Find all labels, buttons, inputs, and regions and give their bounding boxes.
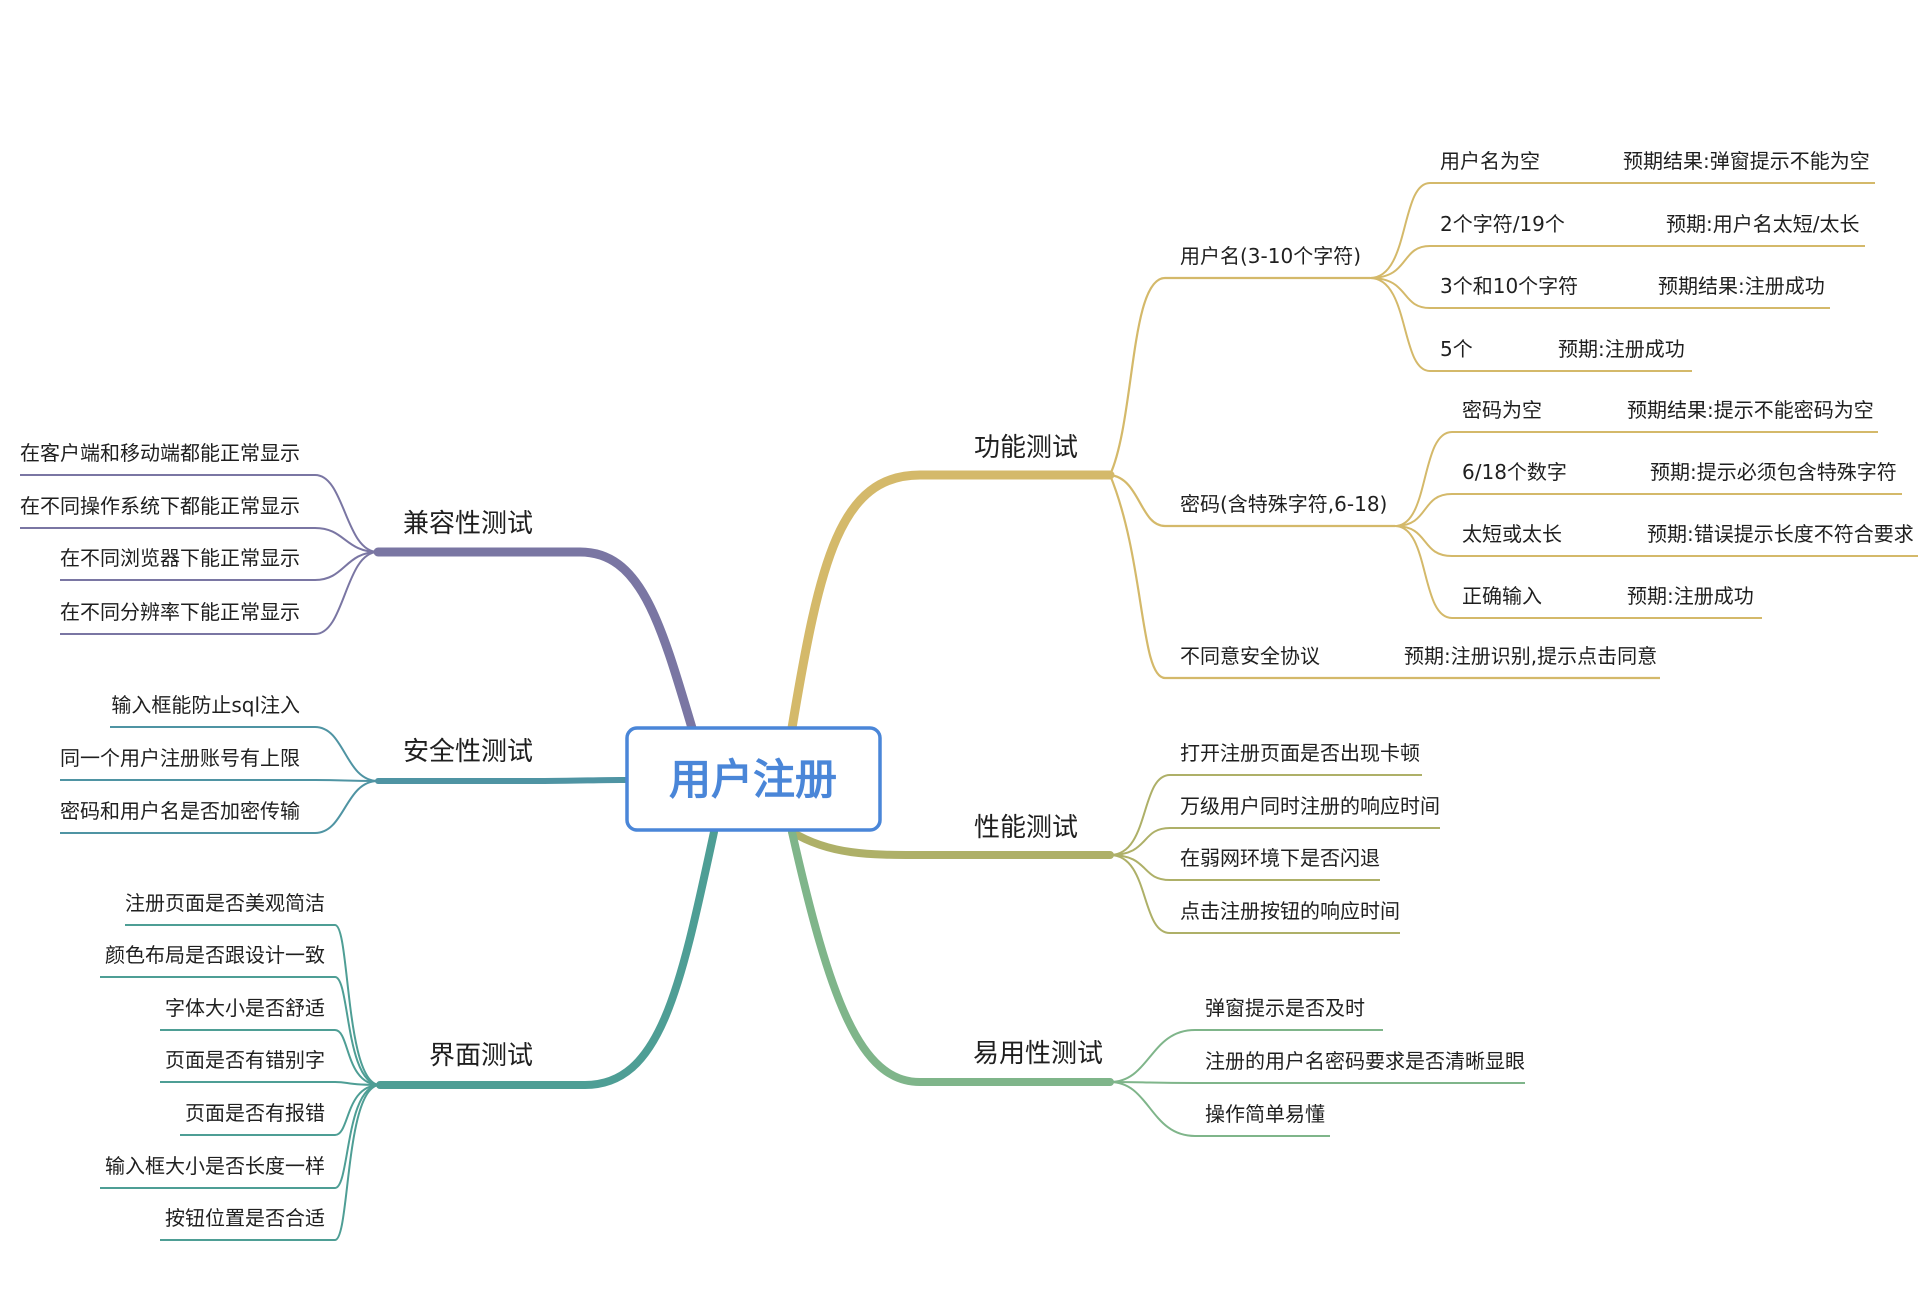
ui-item[interactable]: 页面是否有错别字 bbox=[165, 1048, 325, 1072]
password-case[interactable]: 太短或太长 bbox=[1462, 522, 1562, 546]
perf-item[interactable]: 在弱网环境下是否闪退 bbox=[1180, 846, 1380, 870]
ui-item[interactable]: 字体大小是否舒适 bbox=[165, 996, 325, 1020]
branch-perf-connector bbox=[788, 828, 1114, 859]
username-expect[interactable]: 预期结果:弹窗提示不能为空 bbox=[1623, 149, 1870, 173]
branch-usab-connector bbox=[788, 828, 1114, 1086]
password-child-connector-2 bbox=[1394, 493, 1453, 527]
func-password-label[interactable]: 密码(含特殊字符,6-18) bbox=[1180, 492, 1387, 516]
root-node[interactable]: 用户注册 bbox=[625, 726, 882, 832]
password-child-connector-3 bbox=[1394, 525, 1453, 557]
perf-child-connector-4 bbox=[1109, 854, 1171, 934]
username-expect[interactable]: 预期:用户名太短/太长 bbox=[1666, 212, 1859, 236]
sec-child-connector-1 bbox=[314, 726, 379, 782]
password-child-connector-1 bbox=[1394, 431, 1453, 527]
compat-child-connector-2 bbox=[314, 527, 379, 553]
func-to-password bbox=[1109, 473, 1166, 528]
branch-func-label[interactable]: 功能测试 bbox=[974, 433, 1078, 463]
ui-child-connector-3 bbox=[334, 1029, 381, 1086]
username-expect[interactable]: 预期结果:注册成功 bbox=[1658, 274, 1825, 298]
sec-child-connector-3 bbox=[314, 780, 379, 834]
usab-child-connector-1 bbox=[1109, 1029, 1196, 1083]
password-expect[interactable]: 预期结果:提示不能密码为空 bbox=[1627, 398, 1874, 422]
perf-child-connector-2 bbox=[1109, 827, 1171, 856]
perf-item[interactable]: 打开注册页面是否出现卡顿 bbox=[1180, 741, 1420, 765]
branch-sec-connector bbox=[375, 777, 643, 784]
username-case[interactable]: 3个和10个字符 bbox=[1440, 274, 1578, 298]
perf-child-connector-3 bbox=[1109, 854, 1171, 881]
root-box bbox=[625, 726, 882, 832]
func-to-agreement bbox=[1108, 474, 1166, 680]
ui-child-connector-7 bbox=[334, 1084, 381, 1241]
compat-child-connector-1 bbox=[314, 474, 379, 553]
sec-item[interactable]: 同一个用户注册账号有上限 bbox=[60, 746, 300, 770]
branch-ui-label[interactable]: 界面测试 bbox=[429, 1041, 533, 1071]
password-expect[interactable]: 预期:注册成功 bbox=[1627, 584, 1754, 608]
ui-item[interactable]: 页面是否有报错 bbox=[185, 1101, 325, 1125]
branch-perf-label[interactable]: 性能测试 bbox=[974, 813, 1078, 843]
ui-child-connector-5 bbox=[334, 1084, 381, 1136]
sec-item[interactable]: 密码和用户名是否加密传输 bbox=[60, 799, 300, 823]
perf-item[interactable]: 点击注册按钮的响应时间 bbox=[1180, 899, 1400, 923]
username-child-connector-3 bbox=[1369, 277, 1431, 309]
password-case[interactable]: 密码为空 bbox=[1462, 398, 1542, 422]
username-case[interactable]: 5个 bbox=[1440, 337, 1473, 361]
ui-item[interactable]: 注册页面是否美观简洁 bbox=[125, 891, 325, 915]
ui-child-connector-1 bbox=[334, 924, 381, 1086]
usab-item[interactable]: 注册的用户名密码要求是否清晰显眼 bbox=[1205, 1049, 1525, 1073]
func-to-username bbox=[1108, 276, 1166, 476]
compat-item[interactable]: 在客户端和移动端都能正常显示 bbox=[20, 441, 300, 465]
perf-child-connector-1 bbox=[1109, 774, 1171, 856]
branch-func-connector bbox=[787, 470, 1115, 733]
usab-child-connector-2 bbox=[1109, 1081, 1196, 1084]
password-child-connector-4 bbox=[1394, 525, 1453, 619]
compat-item[interactable]: 在不同分辨率下能正常显示 bbox=[60, 600, 300, 624]
password-case[interactable]: 6/18个数字 bbox=[1462, 460, 1567, 484]
branch-sec-label[interactable]: 安全性测试 bbox=[403, 737, 533, 767]
username-case[interactable]: 用户名为空 bbox=[1440, 149, 1540, 173]
root-label: 用户注册 bbox=[669, 755, 837, 804]
func-agreement-case[interactable]: 不同意安全协议 bbox=[1180, 644, 1320, 668]
compat-child-connector-3 bbox=[314, 551, 379, 581]
perf-item[interactable]: 万级用户同时注册的响应时间 bbox=[1180, 794, 1440, 818]
compat-item[interactable]: 在不同操作系统下都能正常显示 bbox=[20, 494, 300, 518]
usab-item[interactable]: 弹窗提示是否及时 bbox=[1205, 996, 1365, 1020]
branch-compat-label[interactable]: 兼容性测试 bbox=[403, 509, 533, 539]
username-child-connector-4 bbox=[1369, 277, 1431, 372]
username-child-connector-1 bbox=[1369, 182, 1431, 279]
sec-child-connector-2 bbox=[314, 779, 379, 782]
ui-child-connector-2 bbox=[334, 976, 381, 1086]
ui-item[interactable]: 输入框大小是否长度一样 bbox=[105, 1154, 325, 1178]
usab-item[interactable]: 操作简单易懂 bbox=[1205, 1102, 1325, 1126]
branch-compat-connector bbox=[373, 547, 697, 733]
password-case[interactable]: 正确输入 bbox=[1462, 584, 1542, 608]
func-username-label[interactable]: 用户名(3-10个字符) bbox=[1180, 244, 1361, 268]
password-expect[interactable]: 预期:错误提示长度不符合要求 bbox=[1647, 522, 1914, 546]
usab-child-connector-3 bbox=[1109, 1081, 1196, 1137]
branch-ui-connector bbox=[376, 828, 718, 1089]
password-expect[interactable]: 预期:提示必须包含特殊字符 bbox=[1650, 460, 1897, 484]
branch-usab-label[interactable]: 易用性测试 bbox=[973, 1039, 1103, 1069]
sec-item[interactable]: 输入框能防止sql注入 bbox=[111, 693, 300, 717]
compat-child-connector-4 bbox=[314, 551, 379, 635]
username-child-connector-2 bbox=[1369, 245, 1431, 279]
username-case[interactable]: 2个字符/19个 bbox=[1440, 212, 1565, 236]
ui-child-connector-6 bbox=[334, 1084, 381, 1189]
ui-item[interactable]: 颜色布局是否跟设计一致 bbox=[105, 943, 325, 967]
func-agreement-expect[interactable]: 预期:注册识别,提示点击同意 bbox=[1404, 644, 1657, 668]
compat-item[interactable]: 在不同浏览器下能正常显示 bbox=[60, 546, 300, 570]
ui-item[interactable]: 按钮位置是否合适 bbox=[165, 1206, 325, 1230]
username-expect[interactable]: 预期:注册成功 bbox=[1558, 337, 1685, 361]
